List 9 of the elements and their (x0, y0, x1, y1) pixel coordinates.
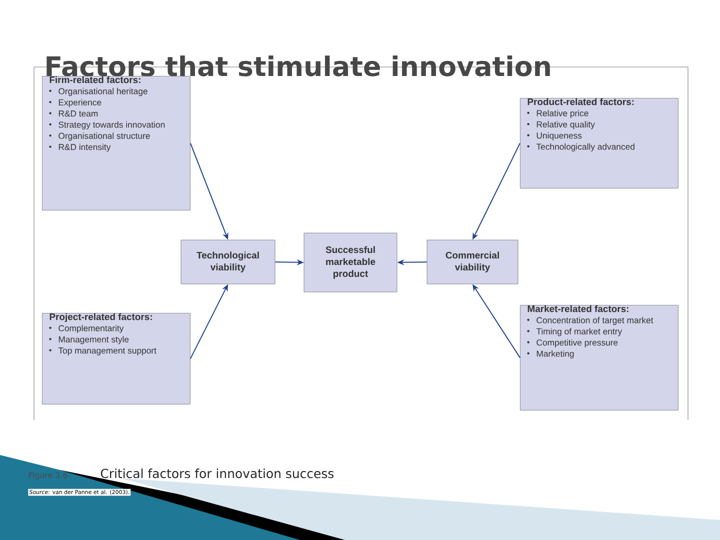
outcome-box: Successful marketable product (304, 232, 398, 292)
outcome-box: Commercial viability (426, 240, 518, 284)
factor-box: Project-related factors: Complementarity Management style Top management support (42, 313, 190, 404)
title: Factors that stimulate innovation (46, 56, 550, 76)
caption: Critical factors for innovation success (100, 468, 334, 478)
factor-box: Product-related factors: Relative price Relative quality Uniqueness Technologically advanced (520, 98, 678, 188)
factor-box: Market-related factors: Concentration of target market Timing of market entry Competitive pressure Marketing (520, 305, 678, 410)
factor-box: Firm-related factors: Organisational heritage Experience R&D team Strategy towards innovation Organisational structure R&D intensity (42, 76, 190, 210)
outcome-box: Technological viability (180, 240, 276, 284)
